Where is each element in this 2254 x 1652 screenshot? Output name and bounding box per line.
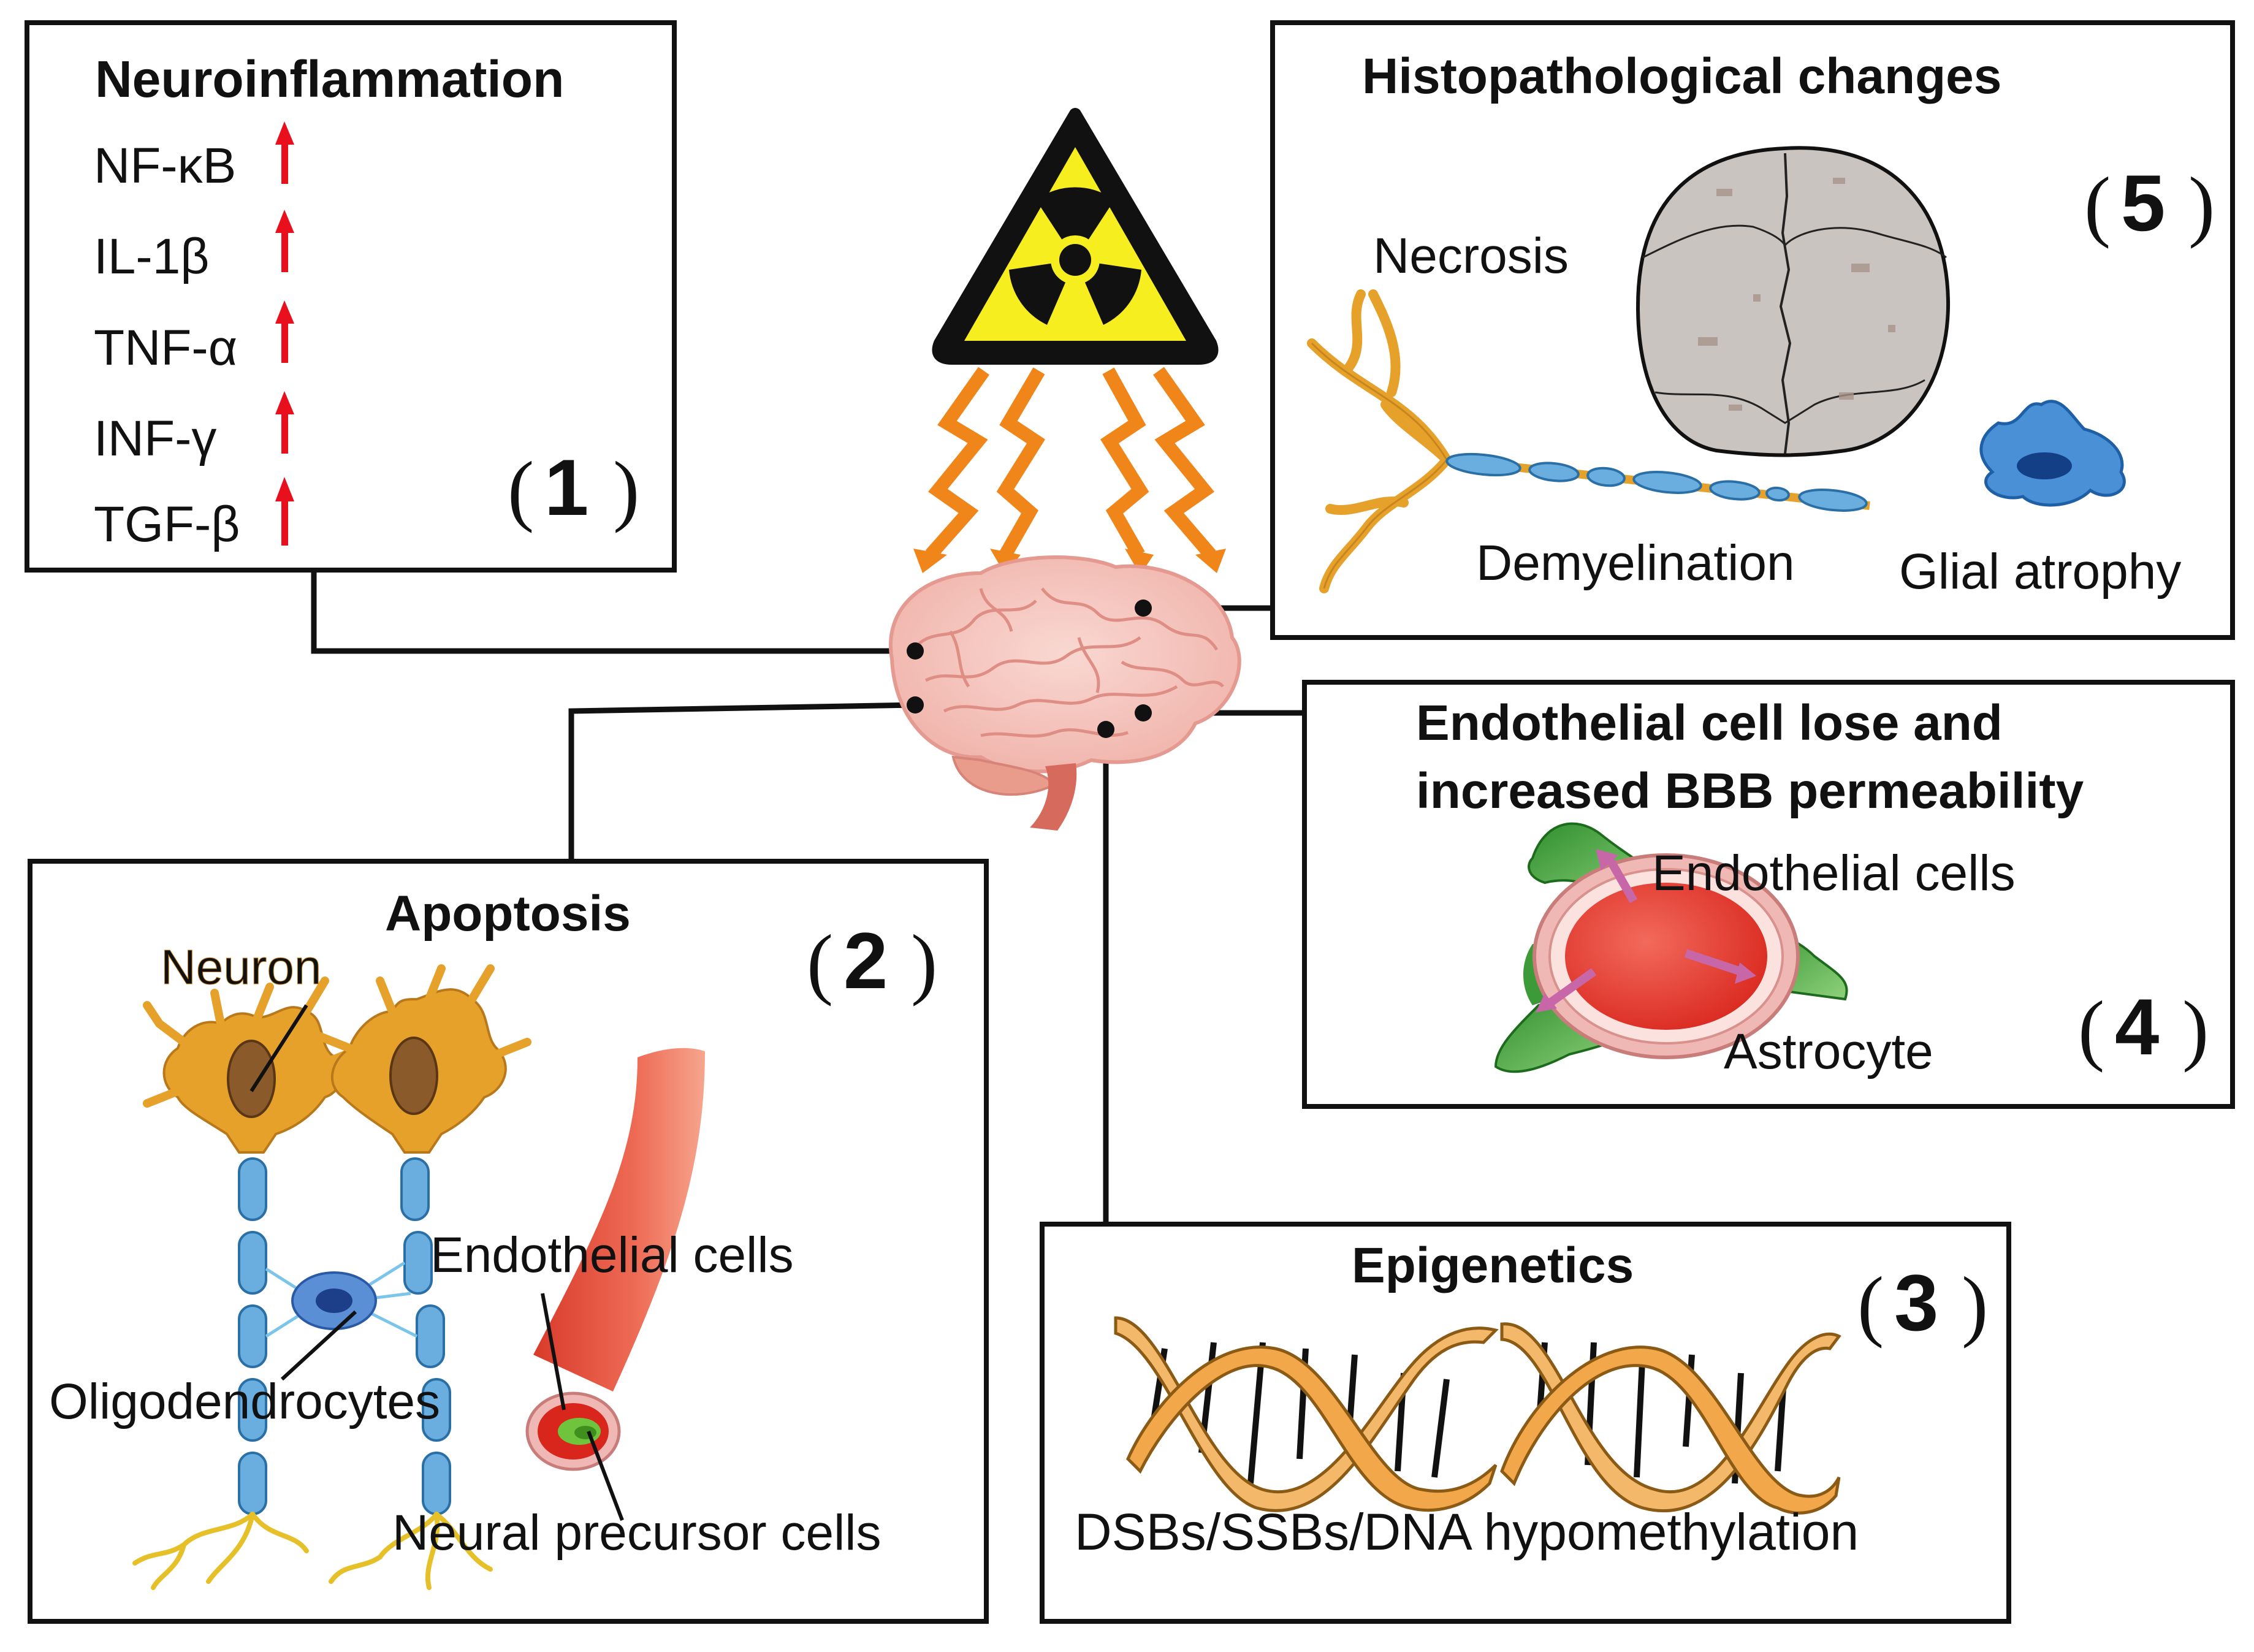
panel-number: ( 3 ) — [1857, 1258, 1988, 1349]
svg-text:(: ( — [2084, 161, 2111, 249]
connector-2 — [568, 702, 916, 861]
svg-text:(: ( — [1857, 1261, 1884, 1349]
up-arrow-icon — [275, 477, 294, 546]
panel-title: Epigenetics — [1352, 1238, 1634, 1293]
svg-text:(: ( — [508, 446, 534, 534]
svg-text:): ) — [2182, 985, 2209, 1073]
marker-label: TGF-β — [94, 497, 240, 552]
panel-number: ( 2 ) — [807, 916, 937, 1007]
blood-vessel-icon — [525, 1048, 705, 1471]
up-arrow-icon — [275, 210, 294, 272]
ray-icon — [1153, 367, 1216, 560]
up-arrow-icon — [275, 391, 294, 454]
connector-1 — [311, 570, 915, 654]
panel-neuroinflammation: Neuroinflammation NF-κB IL-1β TNF-α INF-… — [25, 20, 677, 573]
panel-endothelial-bbb: Endothelial cell lose and increased BBB … — [1302, 680, 2235, 1109]
svg-text:): ) — [1962, 1261, 1988, 1349]
panel-apoptosis: Apoptosis ( 2 ) — [28, 859, 989, 1624]
panel-number-value: 2 — [843, 916, 888, 1005]
panel-number: ( 5 ) — [2084, 158, 2215, 249]
ray-icon — [925, 367, 989, 560]
marker-label: IL-1β — [94, 229, 209, 284]
connector-dot — [1135, 704, 1152, 721]
dna-helix-icon — [1500, 1322, 1841, 1515]
neuron-icon — [143, 976, 366, 1154]
necrosis-label: Necrosis — [1373, 228, 1569, 284]
svg-text:): ) — [613, 446, 639, 534]
neuron-label: Neuron — [161, 940, 321, 994]
connector-dot — [1097, 721, 1114, 738]
dna-helix-icon — [1114, 1316, 1499, 1512]
panel-title-line2: increased BBB permeability — [1416, 763, 2084, 819]
panel-title-line1: Endothelial cell lose and — [1416, 695, 2003, 751]
panel-title: Histopathological changes — [1362, 48, 2001, 104]
panel-title: Apoptosis — [385, 886, 631, 942]
oligodendrocyte-icon — [265, 1261, 418, 1338]
bbb-vessel-icon — [1494, 822, 1848, 1073]
panel-number-value: 3 — [1894, 1258, 1938, 1347]
panel-number: ( 1 ) — [508, 443, 639, 534]
panel-title: Neuroinflammation — [95, 50, 564, 108]
brain-icon — [889, 555, 1241, 831]
marker-label: TNF-α — [94, 320, 237, 376]
panel-epigenetics: Epigenetics ( 3 ) — [1040, 1222, 2011, 1624]
ray-icon — [1100, 367, 1149, 558]
radiation-warning-icon — [932, 108, 1219, 365]
up-arrow-icon — [275, 121, 294, 184]
panel-histopathology: Histopathological changes ( 5 ) — [1270, 20, 2235, 640]
neural-precursor-label: Neural precursor cells — [392, 1505, 881, 1561]
marker-list: NF-κB IL-1β TNF-α INF-γ TGF-β — [94, 121, 294, 552]
panel-number-value: 4 — [2115, 982, 2159, 1072]
neuron-icon — [314, 964, 531, 1154]
endothelial-cells-label: Endothelial cells — [1652, 845, 2016, 901]
demyelination-label: Demyelination — [1476, 535, 1795, 591]
svg-text:(: ( — [2078, 985, 2104, 1073]
panel-frame — [25, 20, 677, 573]
brain-slice-icon — [1635, 146, 1951, 457]
panel-number-value: 5 — [2121, 158, 2165, 248]
ray-icon — [996, 367, 1045, 558]
connector-dot — [1135, 600, 1152, 617]
demyelinated-neuron-icon — [1307, 289, 1870, 593]
glial-atrophy-label: Glial atrophy — [1899, 544, 2181, 600]
svg-text:(: ( — [807, 919, 833, 1007]
panel-number: ( 4 ) — [2078, 982, 2209, 1073]
connector-dot — [907, 696, 924, 714]
radiation-rays — [913, 367, 1226, 575]
marker-label: NF-κB — [94, 138, 236, 194]
glial-cell-icon — [1979, 400, 2126, 507]
marker-label: INF-γ — [94, 411, 216, 466]
panel-frame — [28, 859, 989, 1624]
panel-number-value: 1 — [544, 443, 588, 532]
epigenetics-caption: DSBs/SSBs/DNA hypomethylation — [1075, 1503, 1859, 1561]
connector-dot — [907, 642, 924, 660]
up-arrow-icon — [275, 300, 294, 363]
astrocyte-label: Astrocyte — [1724, 1024, 1933, 1079]
svg-text:): ) — [2188, 161, 2215, 249]
svg-text:): ) — [911, 919, 937, 1007]
endothelial-cells-label: Endothelial cells — [430, 1227, 794, 1283]
oligodendrocytes-label: Oligodendrocytes — [49, 1374, 440, 1429]
